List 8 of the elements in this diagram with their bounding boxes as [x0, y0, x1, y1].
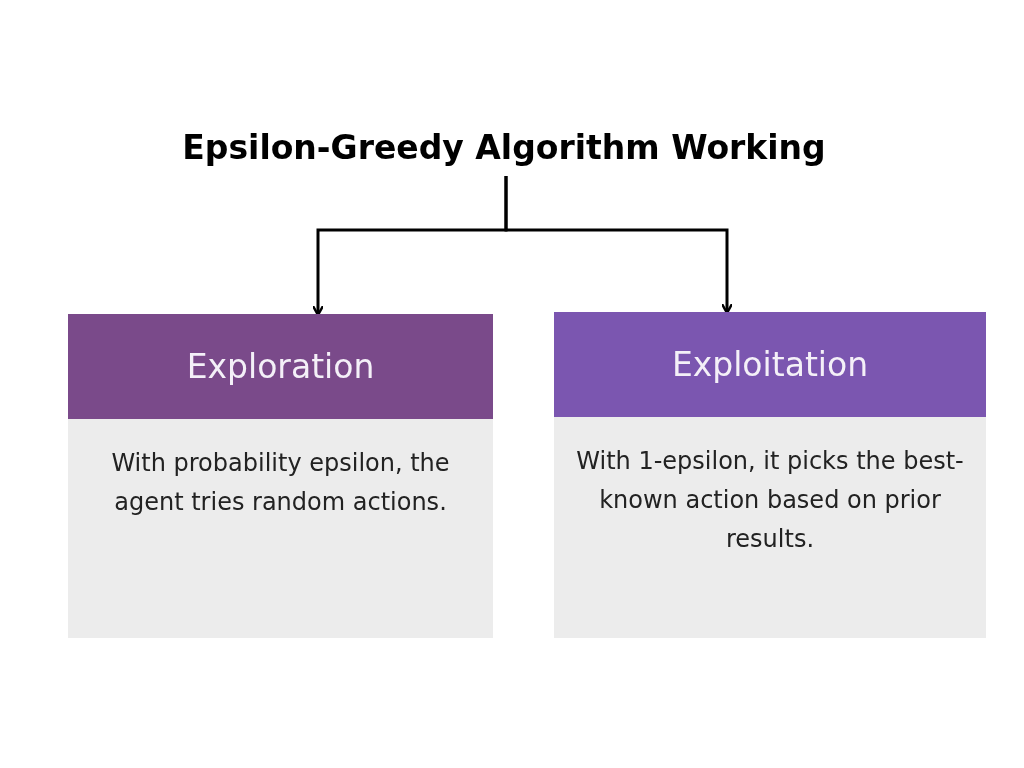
- card-header: Exploitation: [554, 312, 986, 417]
- card-description: With 1-epsilon, it picks the best-known action based on prior results.: [575, 446, 965, 555]
- card-background: [68, 314, 493, 638]
- card-header: Exploration: [68, 314, 493, 419]
- diagram-title: Epsilon-Greedy Algorithm Working: [170, 128, 838, 174]
- card-description: With probability epsilon, the agent tries random actions.: [110, 448, 451, 518]
- arrow: [504, 176, 734, 315]
- card-background: [554, 312, 986, 638]
